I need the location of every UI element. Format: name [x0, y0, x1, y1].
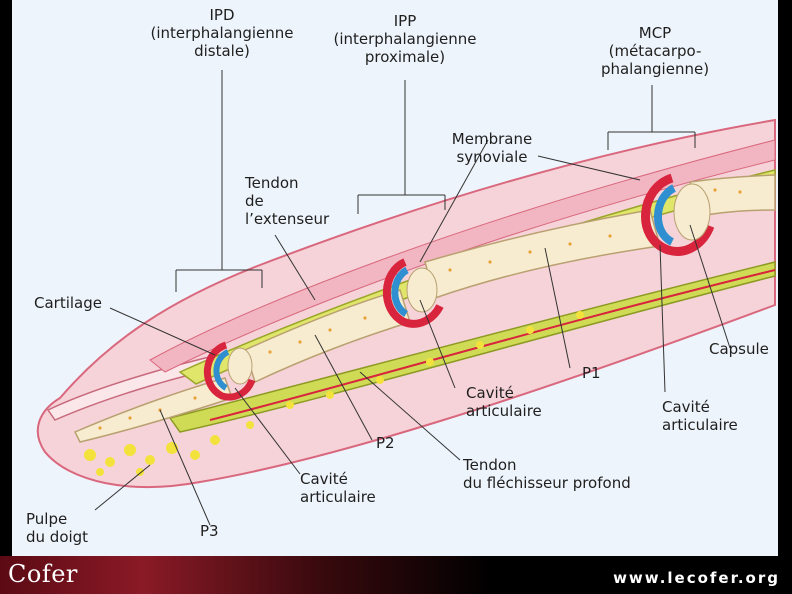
website-url[interactable]: www.lecofer.org [613, 569, 780, 587]
footer-bar [0, 556, 792, 594]
label-ipp-line3: proximale) [364, 48, 446, 66]
label-membrane-line2: synoviale [456, 148, 528, 166]
label-capsule: Capsule [709, 340, 769, 358]
label-cavite-mcp: Cavité articulaire [662, 398, 738, 434]
label-tendon-extenseur: Tendon de l’extenseur [245, 174, 329, 228]
leader-lines [94, 70, 731, 526]
label-mcp: MCP (métacarpo- phalangienne) [601, 24, 709, 78]
palmar-vessel [209, 269, 776, 421]
label-mcp-line3: phalangienne) [600, 60, 710, 78]
label-cavite-ipp-line1: Cavité [466, 384, 514, 402]
label-p1: P1 [582, 364, 601, 382]
label-cavite-ipd: Cavité articulaire [300, 470, 376, 506]
label-cavite-ipd-line2: articulaire [300, 488, 376, 506]
label-cavite-ipd-line1: Cavité [300, 470, 348, 488]
marrow-dots [98, 188, 742, 430]
label-ipd-line3: distale) [194, 42, 250, 60]
label-ipd: IPD (interphalangienne distale) [150, 6, 293, 60]
label-ipp: IPP (interphalangienne proximale) [333, 12, 476, 66]
label-cartilage: Cartilage [34, 294, 102, 312]
label-ipp-line1: IPP [393, 12, 417, 30]
finger-anatomy-illustration [36, 70, 776, 526]
label-ipd-line1: IPD [209, 6, 235, 24]
label-tendon-ext-line2: de [245, 192, 264, 210]
joint-mcp [641, 173, 715, 256]
label-pulpe-line2: du doigt [26, 528, 89, 546]
dorsal-layer [149, 139, 776, 373]
label-mcp-line2: (métacarpo- [608, 42, 702, 60]
label-membrane-synoviale: Membrane synoviale [452, 130, 532, 166]
label-ipd-line2: (interphalangienne [150, 24, 294, 42]
joint-ipd [203, 341, 256, 401]
joint-ipp [382, 258, 444, 328]
label-cavite-mcp-line1: Cavité [662, 398, 710, 416]
label-membrane-line1: Membrane [451, 130, 533, 148]
label-tendon-ext-line3: l’extenseur [245, 210, 330, 228]
label-pulpe-line1: Pulpe [26, 510, 68, 528]
label-p3: P3 [200, 522, 219, 540]
brand-logo-text: Cofer [8, 560, 78, 588]
label-pulpe: Pulpe du doigt [26, 510, 88, 546]
metacarpal-bone [689, 174, 776, 217]
label-cavite-ipp-line2: articulaire [466, 402, 542, 420]
label-tendon-flex-line1: Tendon [463, 456, 517, 474]
label-tendon-flechisseur: Tendon du fléchisseur profond [463, 456, 631, 492]
label-cavite-ipp: Cavité articulaire [466, 384, 542, 420]
label-p2: P2 [376, 434, 395, 452]
label-tendon-ext-line1: Tendon [245, 174, 299, 192]
label-mcp-line1: MCP [638, 24, 672, 42]
label-cavite-mcp-line2: articulaire [662, 416, 738, 434]
label-tendon-flex-line2: du fléchisseur profond [463, 474, 631, 492]
label-ipp-line2: (interphalangienne [333, 30, 477, 48]
